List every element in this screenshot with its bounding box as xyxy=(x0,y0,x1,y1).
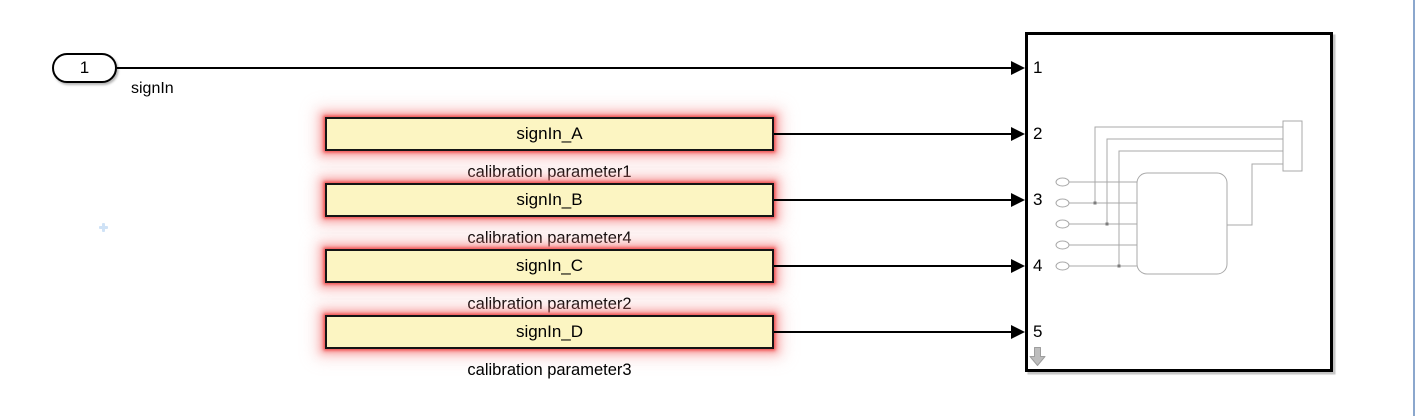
wire-b-to-port3[interactable] xyxy=(774,199,1013,201)
wire-arrowhead[interactable] xyxy=(1011,61,1025,75)
inport-label[interactable]: signIn xyxy=(131,80,174,97)
param-block-name: signIn_D xyxy=(515,322,584,341)
wire-a-to-port2[interactable] xyxy=(774,133,1013,135)
canvas-edge-line xyxy=(1413,0,1415,416)
param-block-caption[interactable]: calibration parameter1 xyxy=(467,163,632,181)
subsystem-block[interactable]: 1 2 3 4 5 xyxy=(1025,32,1333,372)
param-block-name: signIn_A xyxy=(516,124,583,143)
param-block-signin-b[interactable]: signIn_B xyxy=(325,183,774,217)
wire-arrowhead[interactable] xyxy=(1011,325,1025,339)
param-block-caption[interactable]: calibration parameter4 xyxy=(467,229,632,247)
subsystem-port-label-2: 2 xyxy=(1033,124,1043,143)
param-block-name: signIn_C xyxy=(515,256,584,275)
subsystem-port-label-5: 5 xyxy=(1033,322,1043,341)
wire-arrowhead[interactable] xyxy=(1011,259,1025,273)
param-block-signin-c[interactable]: signIn_C xyxy=(325,249,774,283)
subsystem-port-label-1: 1 xyxy=(1033,58,1043,77)
subsystem-port-label-3: 3 xyxy=(1033,190,1043,209)
inport-number: 1 xyxy=(79,58,90,77)
wire-arrowhead[interactable] xyxy=(1011,193,1025,207)
subsystem-content-preview xyxy=(1055,120,1303,275)
canvas-center-marker-icon xyxy=(99,223,108,232)
wire-c-to-port4[interactable] xyxy=(774,265,1013,267)
subsystem-port-label-4: 4 xyxy=(1033,256,1043,275)
down-arrow-icon xyxy=(1029,347,1046,366)
wire-d-to-port5[interactable] xyxy=(774,331,1013,333)
param-block-caption[interactable]: calibration parameter3 xyxy=(467,361,632,379)
param-block-caption[interactable]: calibration parameter2 xyxy=(467,295,632,313)
wire-signin-to-port1[interactable] xyxy=(117,67,1013,69)
param-block-name: signIn_B xyxy=(516,190,583,209)
inport-block[interactable]: 1 xyxy=(52,53,117,83)
param-block-signin-d[interactable]: signIn_D xyxy=(325,315,774,349)
param-block-signin-a[interactable]: signIn_A xyxy=(325,117,774,151)
wire-arrowhead[interactable] xyxy=(1011,127,1025,141)
